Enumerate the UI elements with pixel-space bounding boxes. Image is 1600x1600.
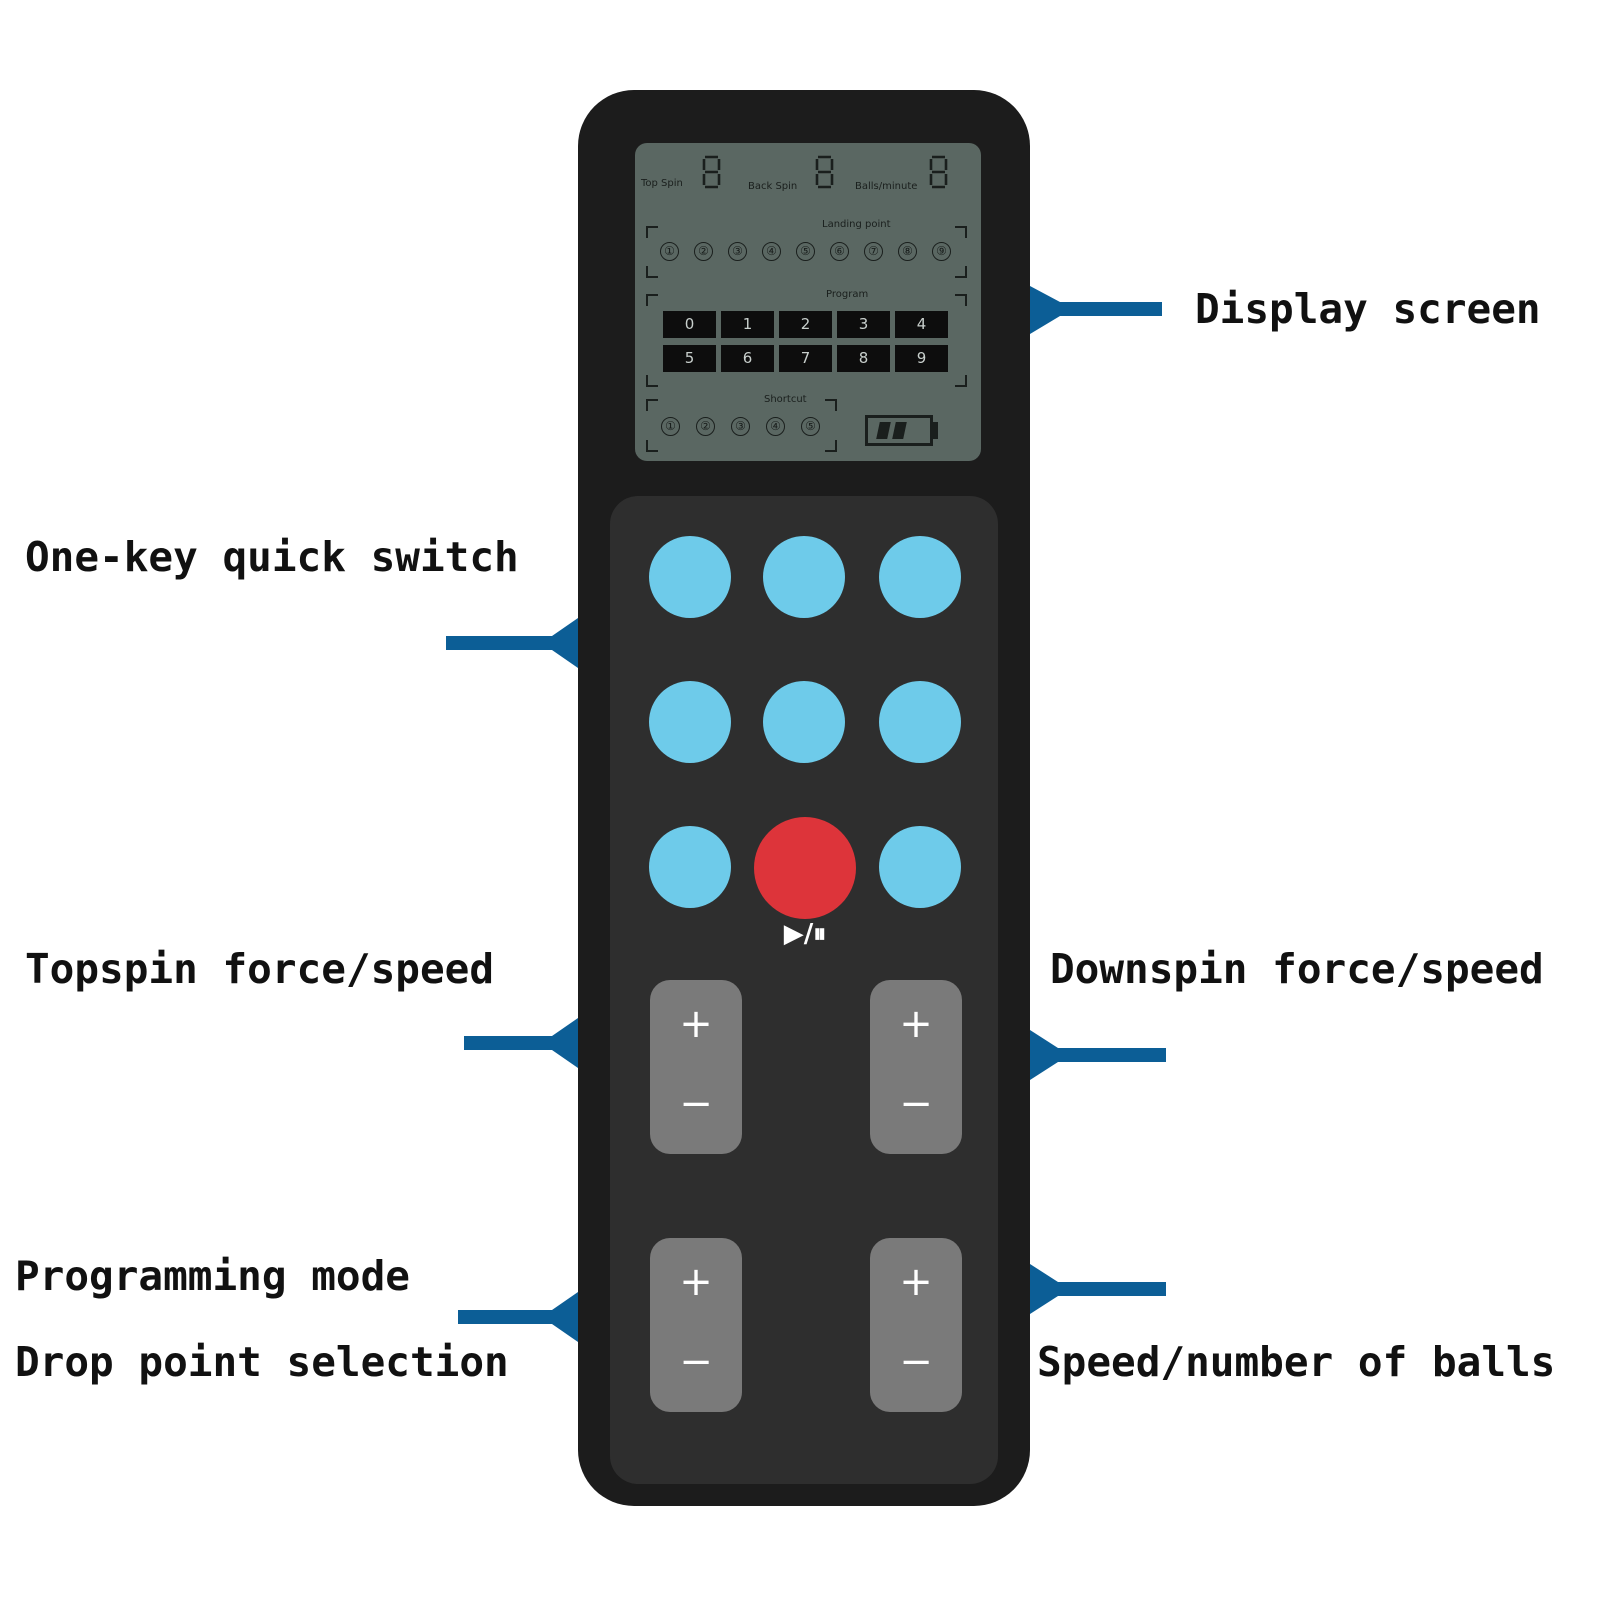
program-cell: 8 bbox=[837, 345, 890, 372]
program-cell: 1 bbox=[721, 311, 774, 338]
battery-icon bbox=[865, 415, 933, 446]
quick-switch-button[interactable] bbox=[763, 681, 845, 763]
connector-quick-switch bbox=[446, 618, 578, 668]
quick-switch-button[interactable] bbox=[649, 826, 731, 908]
program-cell: 7 bbox=[779, 345, 832, 372]
shortcut-3: ③ bbox=[731, 417, 750, 436]
landing-point-3: ③ bbox=[728, 242, 747, 261]
connector-speed-balls bbox=[1030, 1264, 1166, 1314]
landing-frame-corner bbox=[646, 266, 658, 278]
back-spin-label: Back Spin bbox=[748, 181, 798, 192]
shortcut-1: ① bbox=[661, 417, 680, 436]
downspin-rocker[interactable]: + − bbox=[870, 980, 962, 1154]
shortcut-frame-corner bbox=[825, 399, 837, 411]
quick-switch-button[interactable] bbox=[649, 536, 731, 618]
plus-icon[interactable]: + bbox=[679, 1259, 713, 1305]
callout-display-screen: Display screen bbox=[1195, 285, 1541, 333]
minus-icon[interactable]: − bbox=[679, 1339, 713, 1385]
topspin-rocker[interactable]: + − bbox=[650, 980, 742, 1154]
landing-point-4: ④ bbox=[762, 242, 781, 261]
program-cell: 6 bbox=[721, 345, 774, 372]
plus-icon[interactable]: + bbox=[899, 1259, 933, 1305]
connector-drop-point bbox=[458, 1292, 578, 1342]
landing-point-2: ② bbox=[694, 242, 713, 261]
quick-switch-button[interactable] bbox=[879, 826, 961, 908]
battery-cap bbox=[933, 422, 938, 439]
top-spin-label: Top Spin bbox=[641, 178, 683, 189]
shortcut-2: ② bbox=[696, 417, 715, 436]
back-spin-digit bbox=[814, 155, 834, 189]
callout-one-key-quick-switch: One-key quick switch bbox=[25, 533, 519, 581]
program-frame-corner bbox=[646, 294, 658, 306]
program-cell: 9 bbox=[895, 345, 948, 372]
connector-downspin bbox=[1030, 1030, 1166, 1080]
program-cell: 5 bbox=[663, 345, 716, 372]
landing-frame-corner bbox=[955, 266, 967, 278]
quick-switch-button[interactable] bbox=[879, 536, 961, 618]
minus-icon[interactable]: − bbox=[899, 1339, 933, 1385]
shortcut-frame-corner bbox=[646, 399, 658, 411]
landing-point-6: ⑥ bbox=[830, 242, 849, 261]
program-cell: 3 bbox=[837, 311, 890, 338]
connector-topspin bbox=[464, 1018, 578, 1068]
shortcut-5: ⑤ bbox=[801, 417, 820, 436]
battery-bar bbox=[876, 422, 891, 439]
landing-point-5: ⑤ bbox=[796, 242, 815, 261]
program-cell: 0 bbox=[663, 311, 716, 338]
quick-switch-button[interactable] bbox=[763, 536, 845, 618]
callout-downspin: Downspin force/speed bbox=[1050, 945, 1544, 993]
minus-icon[interactable]: − bbox=[899, 1081, 933, 1127]
connector-display-screen bbox=[1030, 286, 1162, 334]
program-frame-corner bbox=[955, 294, 967, 306]
balls-per-minute-label: Balls/minute bbox=[855, 181, 918, 192]
program-label: Program bbox=[826, 289, 869, 300]
drop-point-rocker[interactable]: + − bbox=[650, 1238, 742, 1412]
balls-per-minute-digit bbox=[928, 155, 948, 189]
callout-topspin: Topspin force/speed bbox=[25, 945, 494, 993]
program-cell: 4 bbox=[895, 311, 948, 338]
landing-point-8: ⑧ bbox=[898, 242, 917, 261]
landing-point-7: ⑦ bbox=[864, 242, 883, 261]
play-pause-button[interactable] bbox=[754, 817, 856, 919]
program-frame-corner bbox=[955, 375, 967, 387]
shortcut-frame-corner bbox=[646, 440, 658, 452]
landing-point-1: ① bbox=[660, 242, 679, 261]
landing-frame-corner bbox=[955, 226, 967, 238]
program-cell: 2 bbox=[779, 311, 832, 338]
callout-programming-mode: Programming mode bbox=[15, 1252, 410, 1300]
speed-balls-rocker[interactable]: + − bbox=[870, 1238, 962, 1412]
landing-point-label: Landing point bbox=[822, 219, 891, 230]
landing-point-9: ⑨ bbox=[932, 242, 951, 261]
plus-icon[interactable]: + bbox=[899, 1001, 933, 1047]
shortcut-4: ④ bbox=[766, 417, 785, 436]
battery-bar bbox=[892, 422, 907, 439]
callout-drop-point-selection: Drop point selection bbox=[15, 1338, 509, 1386]
plus-icon[interactable]: + bbox=[679, 1001, 713, 1047]
top-spin-digit bbox=[701, 155, 721, 189]
landing-frame-corner bbox=[646, 226, 658, 238]
minus-icon[interactable]: − bbox=[679, 1081, 713, 1127]
program-frame-corner bbox=[646, 375, 658, 387]
display-screen bbox=[635, 143, 981, 461]
quick-switch-button[interactable] bbox=[649, 681, 731, 763]
callout-speed-number-of-balls: Speed/number of balls bbox=[1037, 1338, 1556, 1386]
quick-switch-button[interactable] bbox=[879, 681, 961, 763]
play-pause-label: ▶/⏸ bbox=[783, 919, 827, 949]
shortcut-label: Shortcut bbox=[764, 394, 807, 405]
shortcut-frame-corner bbox=[825, 440, 837, 452]
